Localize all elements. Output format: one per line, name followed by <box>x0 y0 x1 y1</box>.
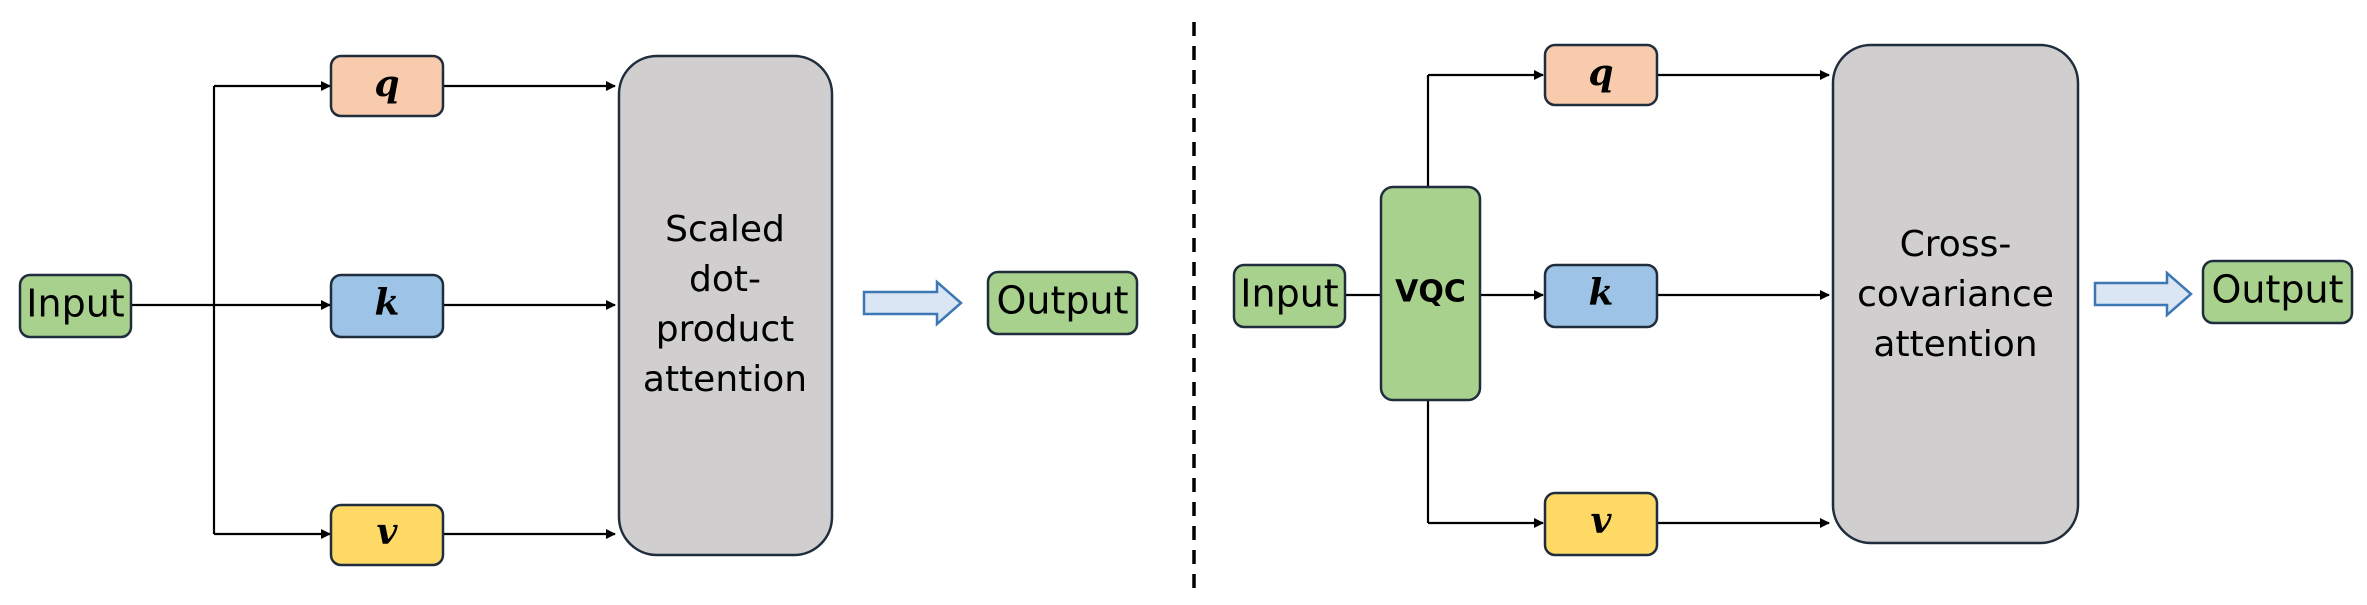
left-attention-node: Scaled dot- product attention <box>617 54 834 557</box>
cross-attention-label-line-2: covariance <box>1857 274 2054 315</box>
right-input-box <box>1232 263 1347 329</box>
left-input-box <box>18 273 133 339</box>
right-v-box <box>1543 491 1659 557</box>
left-panel: Input q k v Scaled dot- product attentio… <box>18 54 1139 567</box>
right-v-label: v <box>1591 500 1613 542</box>
left-output-block-arrow <box>862 279 963 327</box>
right-q-box <box>1543 43 1659 107</box>
right-output-label: Output <box>2212 268 2344 312</box>
right-q-node: q <box>1543 43 1659 107</box>
left-output-node: Output <box>986 270 1139 336</box>
cross-attention-label-line-1: Cross- <box>1900 224 2012 265</box>
vqc-node: VQC <box>1379 185 1482 402</box>
cross-covariance-attention-box <box>1831 43 2080 545</box>
attention-label-line-4: attention <box>643 359 807 400</box>
right-input-label: Input <box>1240 272 1338 316</box>
left-output-box <box>986 270 1139 336</box>
left-q-node: q <box>329 54 445 118</box>
attention-label-line-1: Scaled <box>665 209 785 250</box>
scaled-dot-product-attention-box <box>617 54 834 557</box>
left-k-node: k <box>329 273 445 339</box>
right-k-node: k <box>1543 263 1659 329</box>
left-connectors <box>131 81 616 539</box>
left-k-box <box>329 273 445 339</box>
left-k-label: k <box>375 282 400 324</box>
right-output-block-arrow <box>2093 270 2193 318</box>
right-k-box <box>1543 263 1659 329</box>
right-v-node: v <box>1543 491 1659 557</box>
right-q-label: q <box>1588 52 1613 94</box>
attention-label-line-3: product <box>656 309 794 350</box>
left-output-label: Output <box>997 279 1129 323</box>
left-q-box <box>329 54 445 118</box>
left-v-box <box>329 503 445 567</box>
right-k-label: k <box>1589 272 1614 314</box>
vqc-label: VQC <box>1395 275 1466 310</box>
right-output-node: Output <box>2201 259 2354 325</box>
left-input-label: Input <box>26 282 124 326</box>
right-panel: Input VQC q k v Cross- covariance attent… <box>1232 43 2354 557</box>
right-attention-node: Cross- covariance attention <box>1831 43 2080 545</box>
attention-label-line-2: dot- <box>689 259 761 300</box>
cross-attention-label-line-3: attention <box>1873 324 2037 365</box>
left-q-label: q <box>374 63 399 105</box>
vqc-box <box>1379 185 1482 402</box>
right-output-box <box>2201 259 2354 325</box>
left-input-node: Input <box>18 273 133 339</box>
right-input-node: Input <box>1232 263 1347 329</box>
left-v-label: v <box>377 511 399 553</box>
left-v-node: v <box>329 503 445 567</box>
right-connectors <box>1345 70 1830 528</box>
